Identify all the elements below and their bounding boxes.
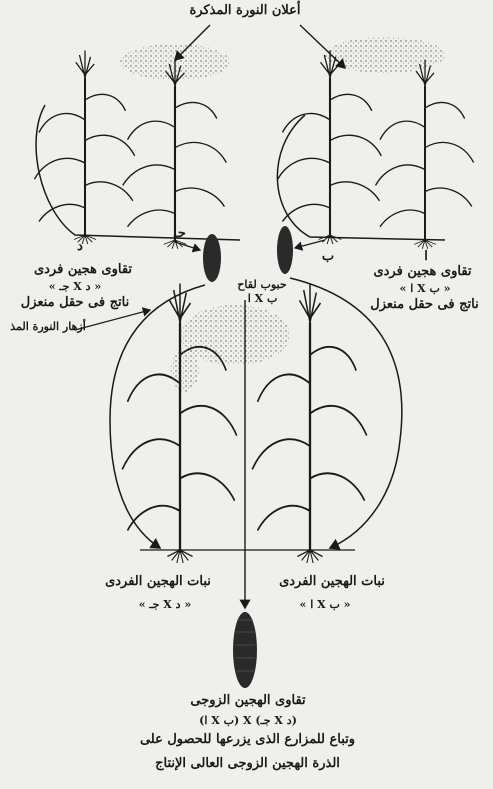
final-title: تقاوى الهجين الزوجى [168,694,328,708]
top-title: أعلان النورة المذكرة [180,4,310,18]
left-cob-formula: « جـ X د » [30,280,120,294]
final-formula: (ا X ب) X (جـ X د) [168,714,328,728]
bottom-right-plant-formula: « ا X ب » [280,598,370,612]
right-cob-note: ناتج فى حقل منعزل [362,298,487,312]
loop-right [290,278,402,548]
plant-a [376,60,474,249]
final-line-2: الذرة الهجين الزوجى العالى الإنتاج [110,757,385,771]
pollen-center-label: حبوب لقاح [232,278,292,292]
plant-b [278,50,382,244]
plant-label-a: ا [418,250,434,264]
cob-right-seeds [277,226,293,274]
pollen-cloud-left [120,44,230,80]
right-cob-title: تقاوى هجين فردى [360,265,485,279]
plant-label-d: د [72,240,88,254]
pollen-cloud-right [325,37,445,73]
left-field-curve [36,105,240,240]
pollen-center-formula: ا X ب [240,292,285,306]
bottom-left-plant-label: نبات الهجين الفردى [88,575,228,589]
left-cob-title: تقاوى هجين فردى [18,263,148,277]
plant-d [34,50,134,244]
cob-left-seeds [203,234,221,282]
plant-c [123,60,227,249]
right-field-curve [277,115,445,240]
right-cob-formula: « ا X ب » [380,282,470,296]
bottom-right-plant-label: نبات الهجين الفردى [262,575,402,589]
plant-label-b: ب [320,250,336,264]
left-cob-note: ناتج فى حقل منعزل [10,296,140,310]
final-line-1: وتباع للمزارع الذى يزرعها للحصول على [100,733,395,747]
cob-double-cross [233,612,257,688]
pollen-cloud-center [180,305,290,365]
plant-label-c: حـ [170,227,190,241]
male-flower-label: أزهار النورة المذ [8,320,88,334]
bottom-left-plant-formula: « جـ X د » [120,598,210,612]
